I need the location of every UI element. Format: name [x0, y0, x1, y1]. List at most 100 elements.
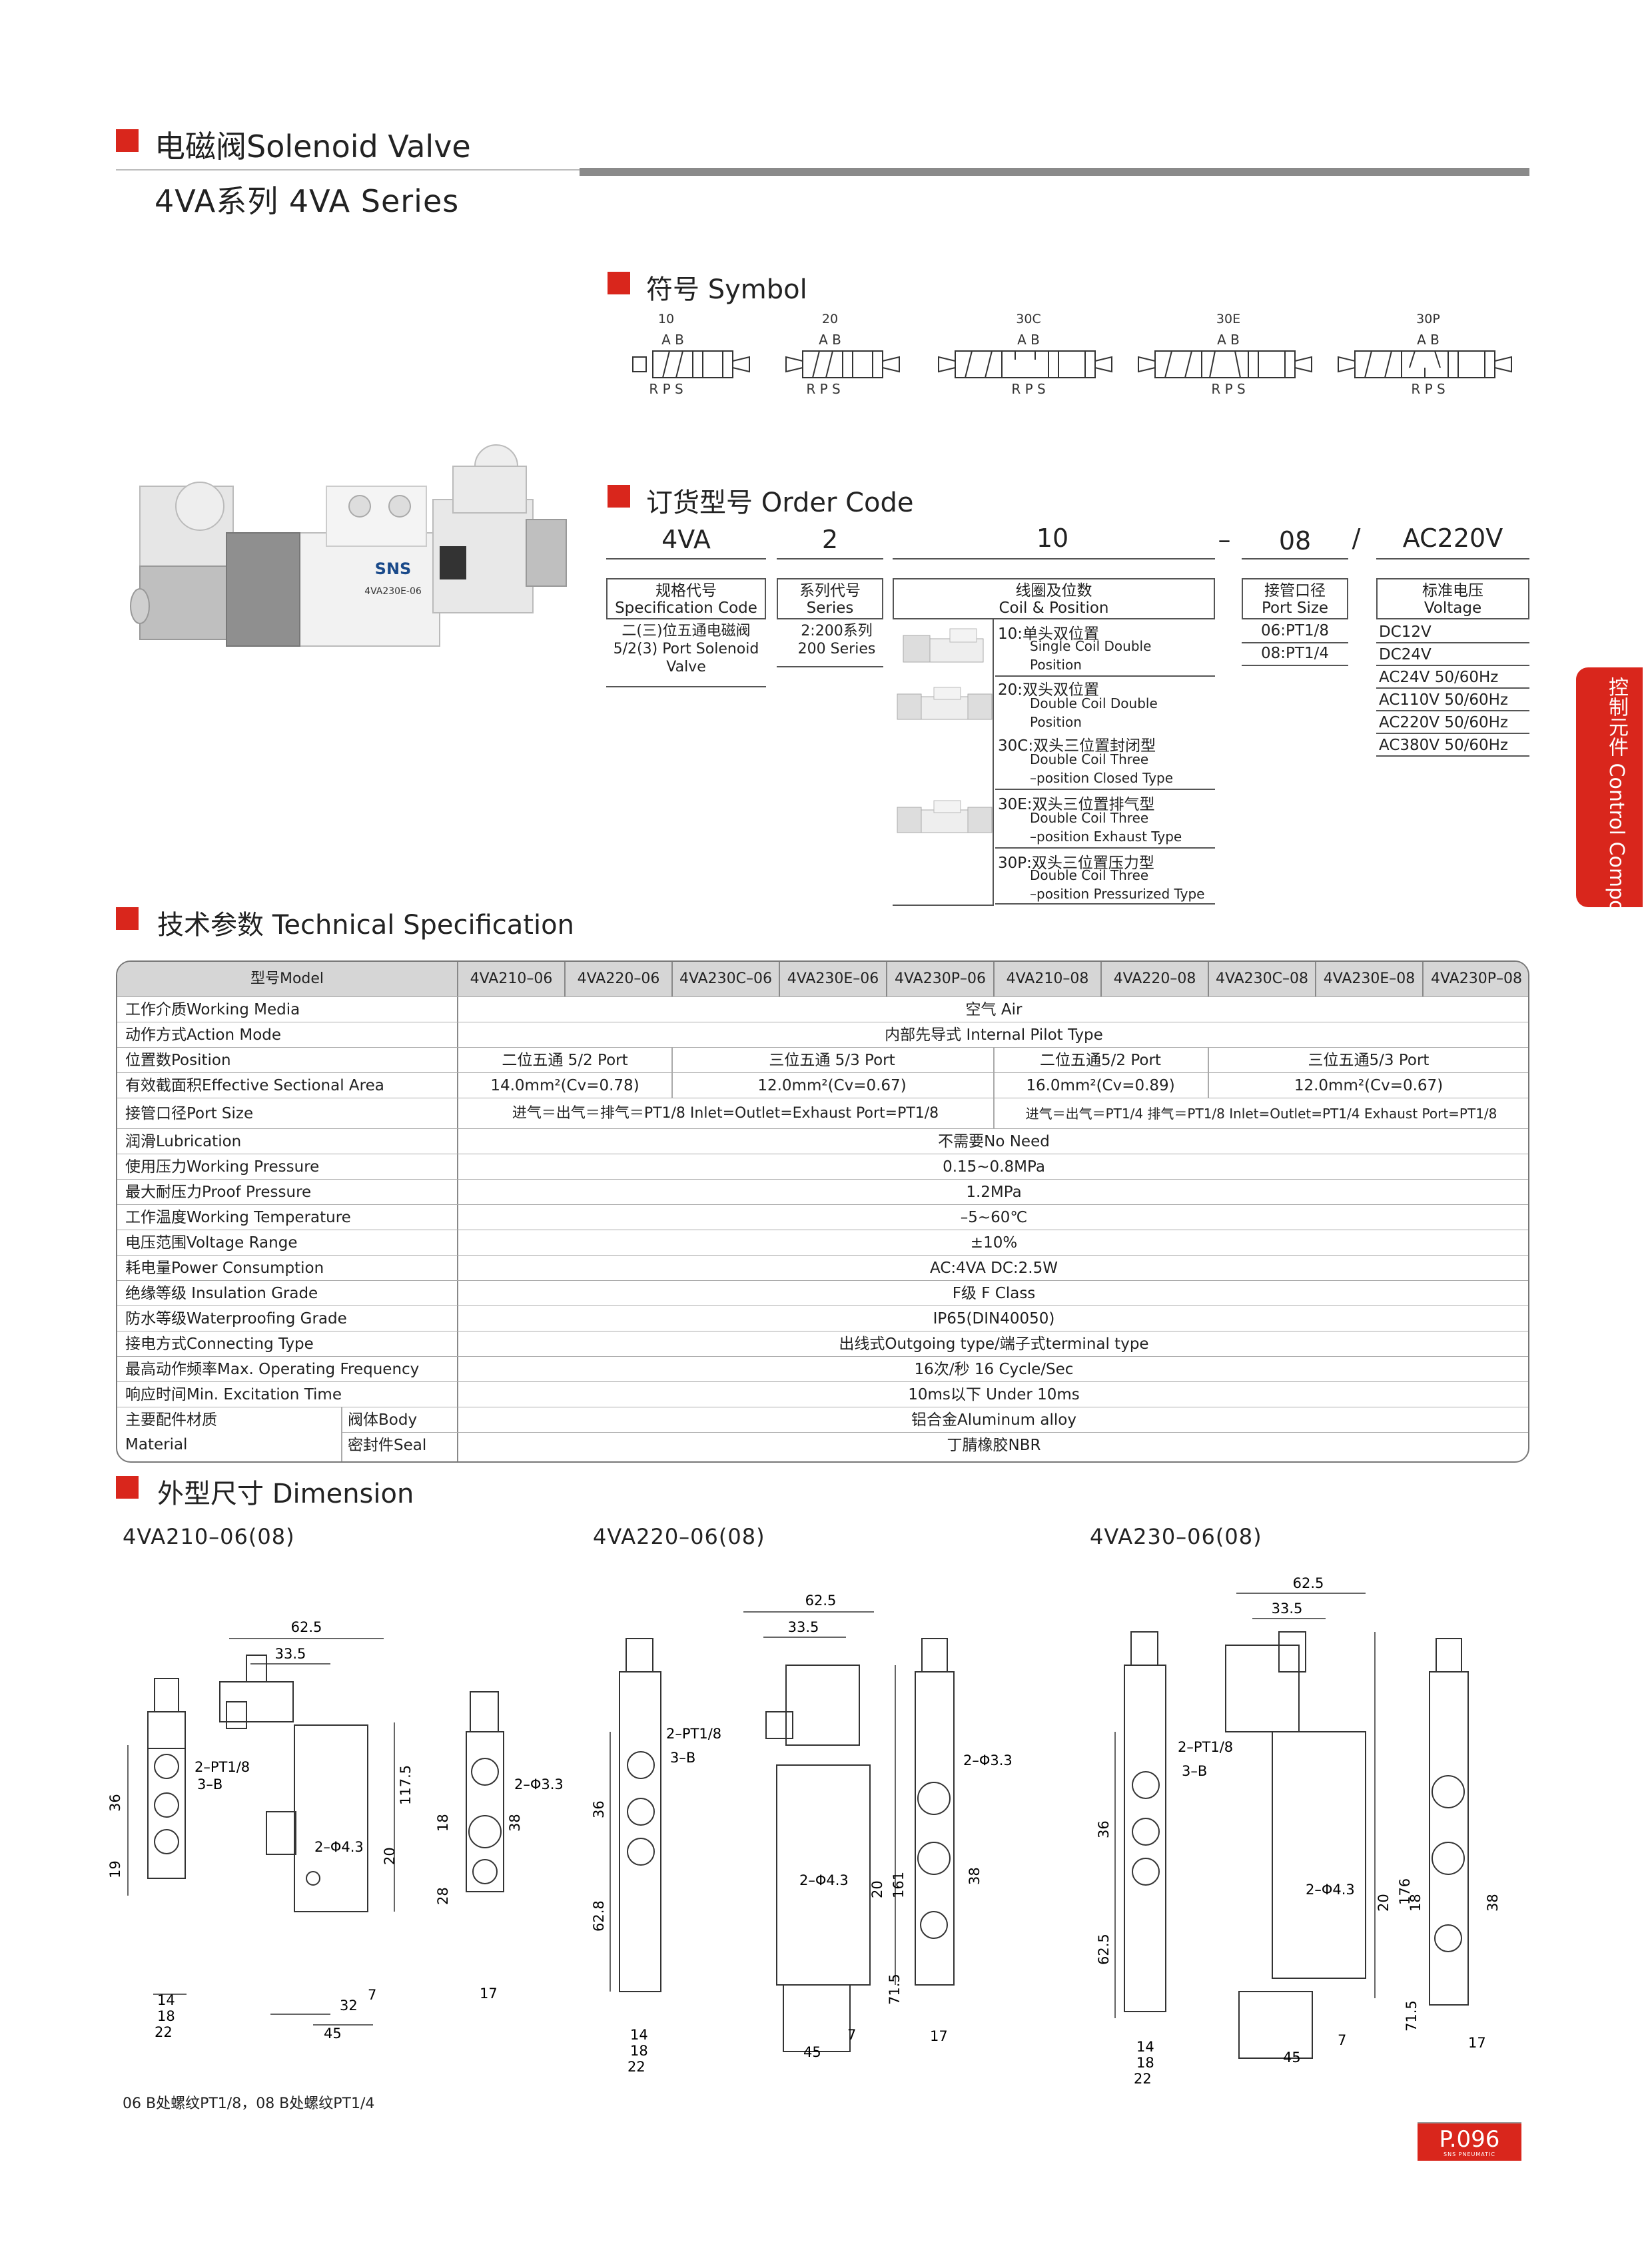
position-sub2: Position — [1030, 714, 1082, 730]
page-rule — [1418, 2122, 1521, 2123]
spec-label: 工作介质Working Media — [125, 1001, 300, 1018]
spec-value: 三位五通 5/3 Port — [769, 1052, 895, 1069]
symbol-ab-30e: A B — [1217, 332, 1240, 348]
voltage-item: AC220V 50/60Hz — [1376, 711, 1529, 734]
dim3-w45: 45 — [1283, 2050, 1301, 2065]
dim2-w14: 14 — [630, 2027, 648, 2043]
oc-port-value: 08 — [1278, 526, 1312, 556]
spec-table: 型号Model 4VA210–06 4VA220–06 4VA230C–06 4… — [116, 960, 1529, 1463]
spec-label: 防水等级Waterproofing Grade — [125, 1310, 347, 1327]
spec-value: 进气＝出气＝排气＝PT1/8 Inlet=Outlet=Exhaust Port… — [512, 1105, 939, 1122]
spec-value: 0.15~0.8MPa — [943, 1158, 1045, 1176]
spec-label: 绝缘等级 Insulation Grade — [125, 1285, 318, 1302]
title-rule-dark — [580, 168, 1529, 176]
model-col: 4VA230P–08 — [1422, 962, 1528, 996]
oc-coil-divider — [993, 619, 994, 906]
tech-marker — [116, 907, 139, 930]
spec-sublabel: 密封件Seal — [348, 1437, 427, 1454]
dim2-w18: 18 — [630, 2043, 648, 2059]
spec-label: 主要配件材质 — [125, 1411, 217, 1429]
dim-model-2: 4VA220–06(08) — [593, 1524, 765, 1549]
dim2-phi43: 2–Φ4.3 — [799, 1872, 849, 1888]
model-col: 4VA230E–06 — [779, 962, 886, 996]
dim1-h38: 38 — [507, 1814, 523, 1832]
position-sub1: Double Coil Three — [1030, 810, 1149, 826]
symbol-code-30c: 30C — [1016, 312, 1041, 326]
product-brand: SNS — [375, 560, 412, 578]
oc-port-rule-1 — [1242, 642, 1348, 643]
dim2-h628: 62.8 — [591, 1900, 607, 1932]
oc-port-06: 06:PT1/8 — [1261, 622, 1329, 639]
symbol-rps-30p: R P S — [1411, 381, 1446, 397]
oc-voltage-box: 标准电压 Voltage — [1376, 578, 1529, 619]
symbol-code-20: 20 — [821, 312, 839, 326]
symbol-rps-20: R P S — [806, 381, 841, 397]
dim3-h38: 38 — [1485, 1894, 1501, 1912]
position-thumb-single — [903, 628, 984, 663]
dim2-pt: 2–PT1/8 — [666, 1726, 721, 1742]
thread-footnote: 06 B处螺纹PT1/8，08 B处螺纹PT1/4 — [123, 2095, 375, 2112]
page-title: 电磁阀Solenoid Valve — [155, 129, 471, 165]
spec-table-header — [117, 962, 1528, 996]
model-col: 4VA230C–06 — [671, 962, 779, 996]
dim1-w32: 32 — [340, 1998, 358, 2014]
dim3-w335: 33.5 — [1272, 1601, 1303, 1617]
oc-underline-spec — [606, 558, 766, 560]
dim2-w22: 22 — [627, 2059, 645, 2075]
position-sub2: –position Closed Type — [1030, 770, 1174, 786]
label-col-divider — [457, 996, 458, 1461]
position-sub1: Single Coil Double — [1030, 638, 1152, 654]
position-main: 30C:双头三位置封闭型 — [998, 737, 1156, 755]
position-item: 10:单头双位置 Single Coil Double Position — [995, 619, 1215, 677]
spec-label: 使用压力Working Pressure — [125, 1158, 320, 1176]
oc-underline-port — [1242, 558, 1348, 560]
symbol-rps-30e: R P S — [1211, 381, 1246, 397]
spec-row-insulation: 绝缘等级 Insulation Grade F级 F Class — [117, 1280, 1528, 1306]
spec-value: 内部先导式 Internal Pilot Type — [885, 1026, 1103, 1044]
spec-row-frequency: 最高动作频率Max. Operating Frequency 16次/秒 16 … — [117, 1356, 1528, 1381]
spec-row-material-seal: 密封件Seal 丁腈橡胶NBR — [341, 1432, 1528, 1457]
spec-value: 16.0mm²(Cv=0.89) — [1026, 1077, 1175, 1094]
oc-port-box-label: 接管口径 Port Size — [1261, 582, 1329, 617]
product-model: 4VA230E-06 — [364, 586, 422, 597]
spec-label: 最大耐压力Proof Pressure — [125, 1184, 312, 1201]
dimension-heading: 外型尺寸 Dimension — [157, 1479, 414, 1509]
spec-value: 10ms以下 Under 10ms — [908, 1386, 1080, 1403]
symbol-row: 10 A B R P S 20 A B R P S 30C A B R P S — [632, 312, 1539, 405]
spec-label: 润滑Lubrication — [125, 1133, 242, 1150]
dim2-w625: 62.5 — [805, 1593, 837, 1609]
valve-symbol-30p — [1338, 350, 1512, 378]
oc-series-box: 系列代号 Series — [777, 578, 883, 619]
product-photo: SNS 4VA230E-06 — [130, 444, 567, 647]
side-tab-label: 控制元件 Control Components — [1605, 677, 1628, 968]
spec-value: 不需要No Need — [938, 1133, 1050, 1150]
symbol-ab-10: A B — [661, 332, 684, 348]
dimension-marker — [116, 1476, 139, 1499]
valve-symbol-20 — [785, 350, 900, 378]
position-item: 30C:双头三位置封闭型 Double Coil Three –position… — [995, 733, 1215, 790]
spec-row-proof: 最大耐压力Proof Pressure 1.2MPa — [117, 1179, 1528, 1204]
model-header: 型号Model — [250, 970, 324, 987]
spec-row-media: 工作介质Working Media 空气 Air — [117, 996, 1528, 1022]
dim3-h625: 62.5 — [1096, 1934, 1112, 1965]
oc-port-rule-2 — [1242, 665, 1348, 666]
position-main: 30P:双头三位置压力型 — [998, 855, 1154, 872]
position-item: 30E:双头三位置排气型 Double Coil Three –position… — [995, 791, 1215, 849]
dim3-h18: 18 — [1408, 1894, 1424, 1912]
oc-coil-box-label: 线圈及位数 Coil & Position — [999, 582, 1109, 617]
position-item: 20:双头双位置 Double Coil Double Position — [995, 677, 1215, 734]
side-tab — [1576, 667, 1643, 907]
model-col: 4VA210–06 — [457, 962, 564, 996]
oc-spec-value: 4VA — [661, 525, 711, 554]
spec-label: 动作方式Action Mode — [125, 1026, 282, 1044]
dimension-drawing-4va220: 62.5 33.5 2–PT1/8 3–B 36 62.8 2–Φ4.3 20 … — [591, 1593, 1013, 2075]
dim3-w17: 17 — [1468, 2035, 1486, 2051]
spec-value: 二位五通 5/2 Port — [502, 1052, 628, 1069]
dim1-w7: 7 — [368, 1987, 376, 2003]
dim1-h28: 28 — [435, 1887, 451, 1905]
valve-symbol-10 — [632, 350, 750, 378]
oc-port-box: 接管口径 Port Size — [1242, 578, 1348, 619]
spec-label: 位置数Position — [125, 1052, 231, 1069]
page-number: P.096 — [1439, 2126, 1500, 2153]
spec-value: 进气＝出气＝PT1/4 排气＝PT1/8 Inlet=Outlet=PT1/4 … — [1025, 1106, 1497, 1122]
